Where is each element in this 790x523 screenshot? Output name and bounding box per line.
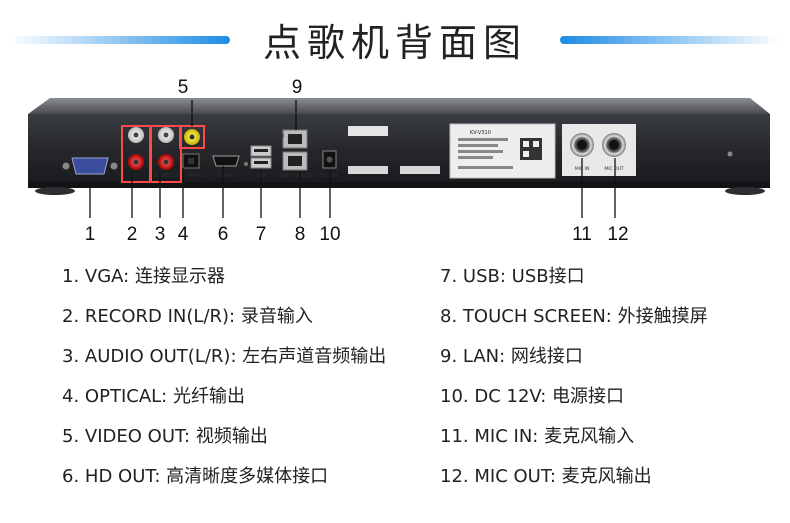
legend-item-10: 10. DC 12V: 电源接口 <box>440 386 625 407</box>
device-foot-left <box>35 187 75 195</box>
warning-sticker <box>348 126 388 136</box>
callout-4: 4 <box>178 224 189 245</box>
callout-9: 9 <box>292 78 303 98</box>
record-in-rca-white <box>128 127 144 143</box>
spec-label: KV-V310 <box>449 123 556 179</box>
barcode-sticker <box>400 166 440 174</box>
callout-5: 5 <box>178 78 189 98</box>
legend-item-4: 4. OPTICAL: 光纤输出 <box>62 386 245 407</box>
hd-out-port: HD OUT <box>212 155 248 179</box>
device-top-cover <box>28 98 770 114</box>
callout-10: 10 <box>319 224 340 245</box>
page-title: 点歌机背面图 <box>262 21 527 65</box>
legend-item-7: 7. USB: USB接口 <box>440 266 585 287</box>
video-out-rca-yellow <box>184 129 200 145</box>
callout-3: 3 <box>155 224 166 245</box>
optical-port: OPTICAL <box>182 153 207 179</box>
legend-item-1: 1. VGA: 连接显示器 <box>62 266 225 287</box>
audio-out-rca-red <box>158 154 174 170</box>
audio-out-highlight <box>150 125 182 183</box>
audio-out-rca-white <box>158 127 174 143</box>
callout-6: 6 <box>218 224 229 245</box>
callout-8: 8 <box>295 224 306 245</box>
callout-7: 7 <box>256 224 267 245</box>
svg-text:VGA: VGA <box>85 177 96 183</box>
record-in-rca-red <box>128 154 144 170</box>
port-legend: 1. VGA: 连接显示器 2. RECORD IN(L/R): 录音输入 3.… <box>0 258 790 523</box>
header: 点歌机背面图 <box>0 10 790 70</box>
legend-item-11: 11. MIC IN: 麦克风输入 <box>440 426 635 447</box>
svg-text:RECORD IN: RECORD IN <box>151 145 176 151</box>
callout-1: 1 <box>85 224 96 245</box>
svg-text:KV-V310: KV-V310 <box>470 130 491 136</box>
legend-item-12: 12. MIC OUT: 麦克风输出 <box>440 466 652 487</box>
legend-item-5: 5. VIDEO OUT: 视频输出 <box>62 426 268 447</box>
svg-text:HD OUT: HD OUT <box>217 173 235 179</box>
callout-2: 2 <box>127 224 138 245</box>
device-body <box>28 114 770 182</box>
callout-lines <box>89 100 616 218</box>
callout-12: 12 <box>607 224 628 245</box>
legend-item-9: 9. LAN: 网线接口 <box>440 346 583 367</box>
title-decoration-left <box>10 36 230 44</box>
mic-out-jack: MIC OUT <box>602 133 626 172</box>
legend-item-6: 6. HD OUT: 高清晰度多媒体接口 <box>62 466 329 487</box>
callout-11: 11 <box>572 224 592 245</box>
legend-item-2: 2. RECORD IN(L/R): 录音输入 <box>62 306 313 327</box>
svg-text:OPTICAL: OPTICAL <box>187 173 207 179</box>
svg-text:TOUCH SCREEN: TOUCH SCREEN <box>276 173 313 179</box>
vga-port: VGA <box>62 157 118 183</box>
legend-item-8: 8. TOUCH SCREEN: 外接触摸屏 <box>440 306 708 327</box>
svg-text:LAN: LAN <box>275 133 284 139</box>
device-foot-right <box>725 187 765 195</box>
device-rear-panel-diagram: VGA RECORD IN AUDIO OUT OPTICAL HD OUT U… <box>28 78 770 245</box>
legend-item-3: 3. AUDIO OUT(L/R): 左右声道音频输出 <box>62 346 387 367</box>
svg-text:MIC OUT: MIC OUT <box>604 166 624 172</box>
lan-port: LAN <box>275 129 308 149</box>
svg-text:AUDIO OUT: AUDIO OUT <box>154 173 180 179</box>
ground-screw <box>727 151 733 157</box>
title-decoration-right <box>560 36 780 44</box>
touch-screen-port: TOUCH SCREEN <box>276 151 313 179</box>
serial-sticker <box>348 166 388 174</box>
